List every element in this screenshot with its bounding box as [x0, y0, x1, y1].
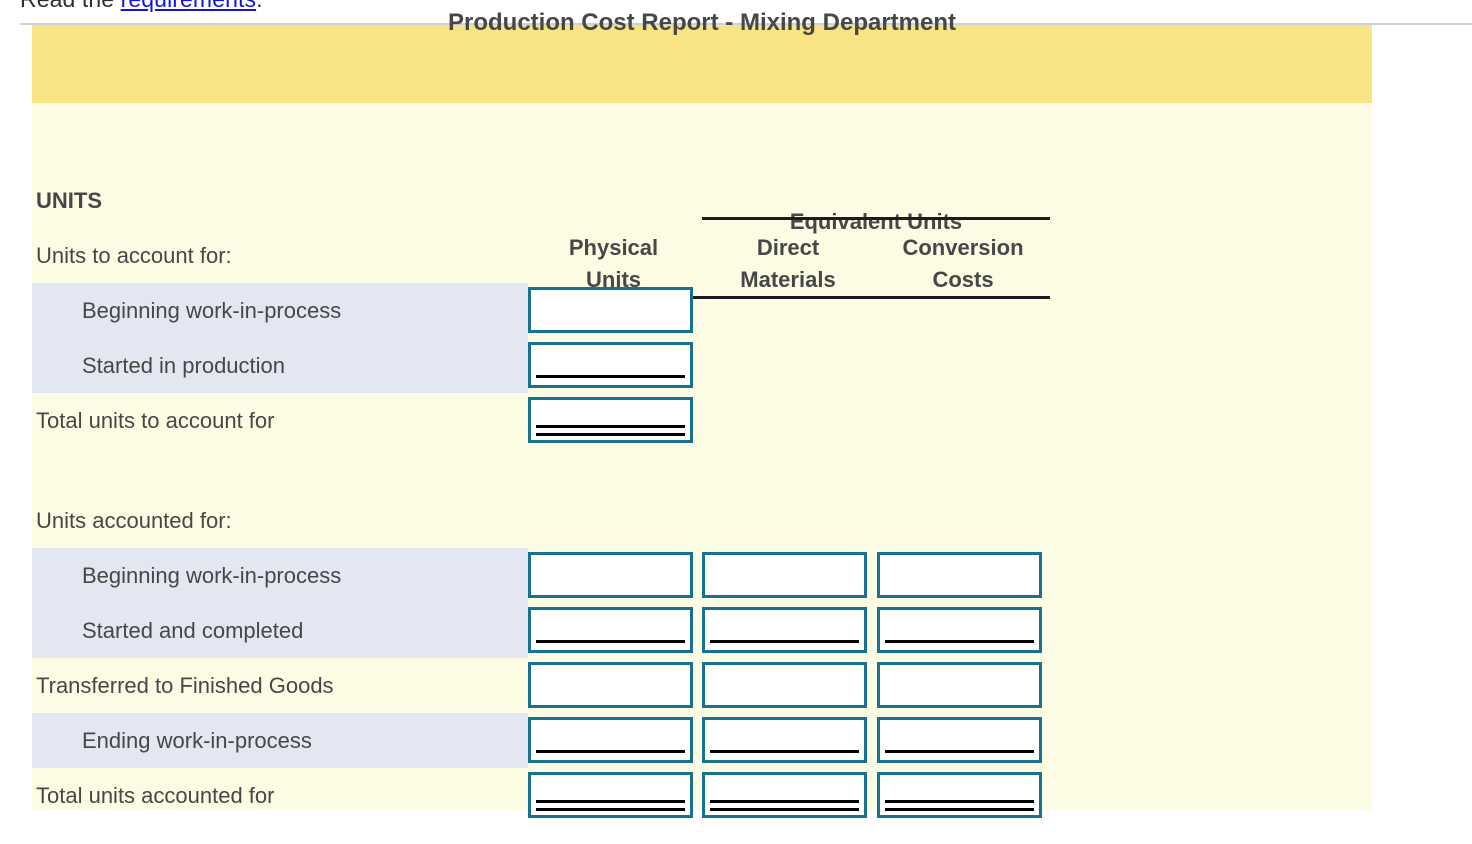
conversion-costs-line2: Costs [932, 266, 994, 292]
amount-input-cell[interactable] [528, 552, 693, 598]
units-section-label: UNITS [36, 188, 102, 213]
column-header-rule [528, 296, 1050, 299]
total-underline [885, 808, 1034, 811]
subtotal-underline [536, 640, 685, 643]
worksheet-row: Ending work-in-process [32, 713, 528, 768]
amount-input-cell[interactable] [877, 662, 1042, 708]
row-label: Total units to account for [36, 407, 275, 433]
amount-input-cell[interactable] [702, 772, 867, 818]
production-cost-report-panel: Production Cost Report - Mixing Departme… [32, 9, 1372, 818]
total-underline [536, 433, 685, 436]
amount-input-cell[interactable] [528, 662, 693, 708]
worksheet-row: Total units accounted for [32, 768, 1372, 823]
amount-input-cell[interactable] [702, 552, 867, 598]
amount-input-cell[interactable] [528, 397, 693, 443]
amount-input-cell[interactable] [528, 772, 693, 818]
worksheet-row: Transferred to Finished Goods [32, 658, 1372, 713]
worksheet-row: Beginning work-in-process [32, 548, 528, 603]
direct-materials-line1: Direct [756, 235, 820, 260]
subtotal-underline [536, 375, 685, 378]
total-underline [536, 808, 685, 811]
instruction-suffix: . [256, 0, 263, 12]
instruction-text: Read the requirements. [20, 0, 263, 13]
amount-input-cell[interactable] [528, 717, 693, 763]
amount-input-cell[interactable] [702, 717, 867, 763]
column-header-conversion-costs: Conversion Costs [880, 232, 1046, 296]
total-underline [710, 808, 859, 811]
subtotal-underline [710, 640, 859, 643]
subtotal-underline [885, 750, 1034, 753]
amount-input-cell[interactable] [877, 552, 1042, 598]
amount-input-cell[interactable] [528, 287, 693, 333]
direct-materials-line2: Materials [740, 266, 836, 292]
panel-header-band: Production Cost Report - Mixing Departme… [32, 9, 1372, 103]
amount-input-cell[interactable] [702, 662, 867, 708]
worksheet-row: Started in production [32, 338, 528, 393]
subtotal-underline [536, 750, 685, 753]
subtotal-underline [710, 750, 859, 753]
worksheet-row: Started and completed [32, 603, 528, 658]
amount-input-cell[interactable] [877, 772, 1042, 818]
equivalent-units-rule [702, 217, 1050, 220]
conversion-costs-line1: Conversion [902, 235, 1024, 260]
page-title: Production Cost Report - Mixing Departme… [447, 9, 956, 36]
row-label: Beginning work-in-process [82, 562, 342, 588]
section-heading-label: Units accounted for: [36, 507, 232, 533]
section-heading-row: Units to account for: [32, 228, 1372, 283]
row-label: Beginning work-in-process [82, 297, 342, 323]
worksheet-row: Beginning work-in-process [32, 283, 528, 338]
instruction-prefix: Read the [20, 0, 121, 12]
amount-input-cell[interactable] [877, 717, 1042, 763]
amount-input-cell[interactable] [702, 607, 867, 653]
row-label: Transferred to Finished Goods [36, 672, 334, 698]
equivalent-units-group-label: Equivalent Units [789, 209, 963, 234]
subtotal-underline [536, 800, 685, 803]
amount-input-cell[interactable] [528, 607, 693, 653]
amount-input-cell[interactable] [528, 342, 693, 388]
row-label: Started and completed [82, 617, 304, 643]
requirements-link[interactable]: requirements [121, 0, 256, 12]
horizontal-divider [20, 23, 1472, 25]
section-heading-label: Units to account for: [36, 242, 232, 268]
row-label: Total units accounted for [36, 782, 275, 808]
subtotal-underline [885, 800, 1034, 803]
row-label: Ending work-in-process [82, 727, 312, 753]
amount-input-cell[interactable] [877, 607, 1042, 653]
section-heading-row: Units accounted for: [32, 493, 1372, 548]
subtotal-underline [710, 800, 859, 803]
worksheet-row: Total units to account for [32, 393, 1372, 448]
column-header-direct-materials: Direct Materials [705, 232, 871, 296]
physical-units-line1: Physical [568, 235, 659, 260]
subtotal-underline [885, 640, 1034, 643]
row-label: Started in production [82, 352, 286, 378]
subtotal-underline [536, 425, 685, 428]
